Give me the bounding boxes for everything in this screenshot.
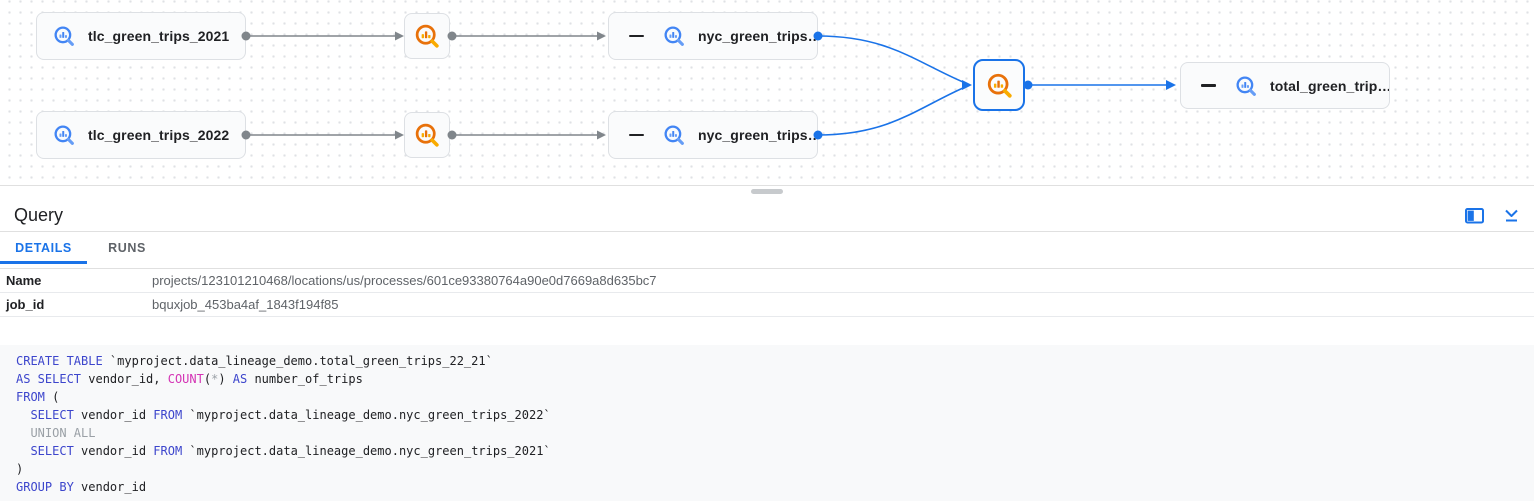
node-label: nyc_green_trips… — [698, 28, 817, 44]
query-process-icon — [414, 122, 440, 148]
edge-process-to-nyc-top — [447, 31, 606, 41]
tab-details[interactable]: DETAILS — [0, 232, 87, 264]
panel-resize-strip — [0, 186, 1534, 200]
edge-process-to-nyc-bottom — [447, 130, 606, 140]
query-process-icon — [986, 72, 1013, 99]
sql-code: CREATE TABLE `myproject.data_lineage_dem… — [16, 354, 551, 494]
lineage-node-tlc-green-trips-2021[interactable]: tlc_green_trips_2021 — [36, 12, 246, 60]
collapse-minus-icon[interactable] — [629, 34, 644, 38]
edge-tlc2022-to-process — [241, 130, 404, 140]
detail-key: Name — [6, 273, 42, 288]
edge-arrowhead — [962, 80, 972, 90]
lineage-process-node-top[interactable] — [404, 13, 450, 59]
bigquery-table-icon — [53, 25, 75, 47]
lineage-node-nyc-green-trips-top[interactable]: nyc_green_trips… — [608, 12, 818, 60]
collapse-minus-icon[interactable] — [629, 133, 644, 137]
table-row: job_id bquxjob_453ba4af_1843f194f85 — [0, 293, 1534, 317]
bigquery-table-icon — [53, 124, 75, 146]
lineage-node-tlc-green-trips-2022[interactable]: tlc_green_trips_2022 — [36, 111, 246, 159]
panel-title: Query — [14, 205, 64, 225]
collapse-minus-icon[interactable] — [1201, 84, 1216, 87]
node-label: tlc_green_trips_2022 — [88, 127, 230, 143]
detail-value: projects/123101210468/locations/us/proce… — [152, 273, 657, 288]
detail-value: bquxjob_453ba4af_1843f194f85 — [152, 297, 339, 312]
minimize-panel-icon[interactable] — [1503, 208, 1520, 224]
panel-tabbar: DETAILS RUNS — [0, 232, 1534, 264]
sql-query-block: CREATE TABLE `myproject.data_lineage_dem… — [0, 345, 1534, 501]
panel-header: Query — [0, 200, 1534, 232]
table-row: Name projects/123101210468/locations/us/… — [0, 269, 1534, 293]
node-label: tlc_green_trips_2021 — [88, 28, 230, 44]
bigquery-table-icon — [663, 25, 685, 47]
details-table: Name projects/123101210468/locations/us/… — [0, 268, 1534, 317]
edge-nyc-top-to-selected-process — [813, 31, 964, 83]
detail-key: job_id — [6, 297, 45, 312]
details-panel: Query DETAILS RUNS Name projects/1231012… — [0, 200, 1534, 501]
bigquery-table-icon — [663, 124, 685, 146]
lineage-process-node-selected[interactable] — [973, 59, 1025, 111]
lineage-node-nyc-green-trips-bottom[interactable]: nyc_green_trips… — [608, 111, 818, 159]
node-label: nyc_green_trips… — [698, 127, 817, 143]
bigquery-table-icon — [1235, 75, 1257, 97]
edge-nyc-bottom-to-selected-process — [813, 87, 964, 140]
query-process-icon — [414, 23, 440, 49]
lineage-canvas[interactable]: tlc_green_trips_2021 tlc_green_trips_202… — [0, 0, 1534, 186]
edge-selected-process-to-total — [1023, 80, 1176, 90]
open-in-side-panel-icon[interactable] — [1465, 207, 1484, 224]
panel-resize-handle[interactable] — [751, 189, 783, 194]
edge-tlc2021-to-process — [241, 31, 404, 41]
lineage-node-total-green-trips[interactable]: total_green_trip… — [1180, 62, 1390, 109]
node-label: total_green_trip… — [1270, 77, 1389, 94]
lineage-process-node-bottom[interactable] — [404, 112, 450, 158]
tab-runs[interactable]: RUNS — [87, 232, 167, 264]
